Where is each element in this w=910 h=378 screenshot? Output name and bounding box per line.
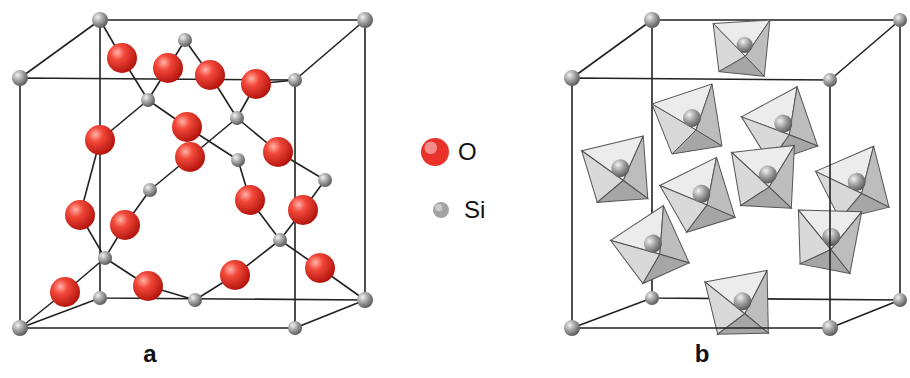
legend-entry: O <box>420 137 477 167</box>
legend-label: O <box>458 138 477 166</box>
legend-swatch <box>420 137 450 167</box>
corner-atoms-b <box>564 12 907 336</box>
sio4-tetrahedra <box>577 6 889 341</box>
panel-label: b <box>695 340 710 368</box>
unit-cell-a <box>20 20 365 328</box>
legend-swatch <box>426 195 456 225</box>
si-atoms-a <box>12 12 373 336</box>
bonds-a <box>20 20 365 328</box>
unit-cell-b-front <box>572 78 830 328</box>
o-atoms-a <box>50 43 335 307</box>
panel-label: a <box>143 340 156 368</box>
legend-label: Si <box>464 196 485 224</box>
legend-entry: Si <box>426 195 485 225</box>
